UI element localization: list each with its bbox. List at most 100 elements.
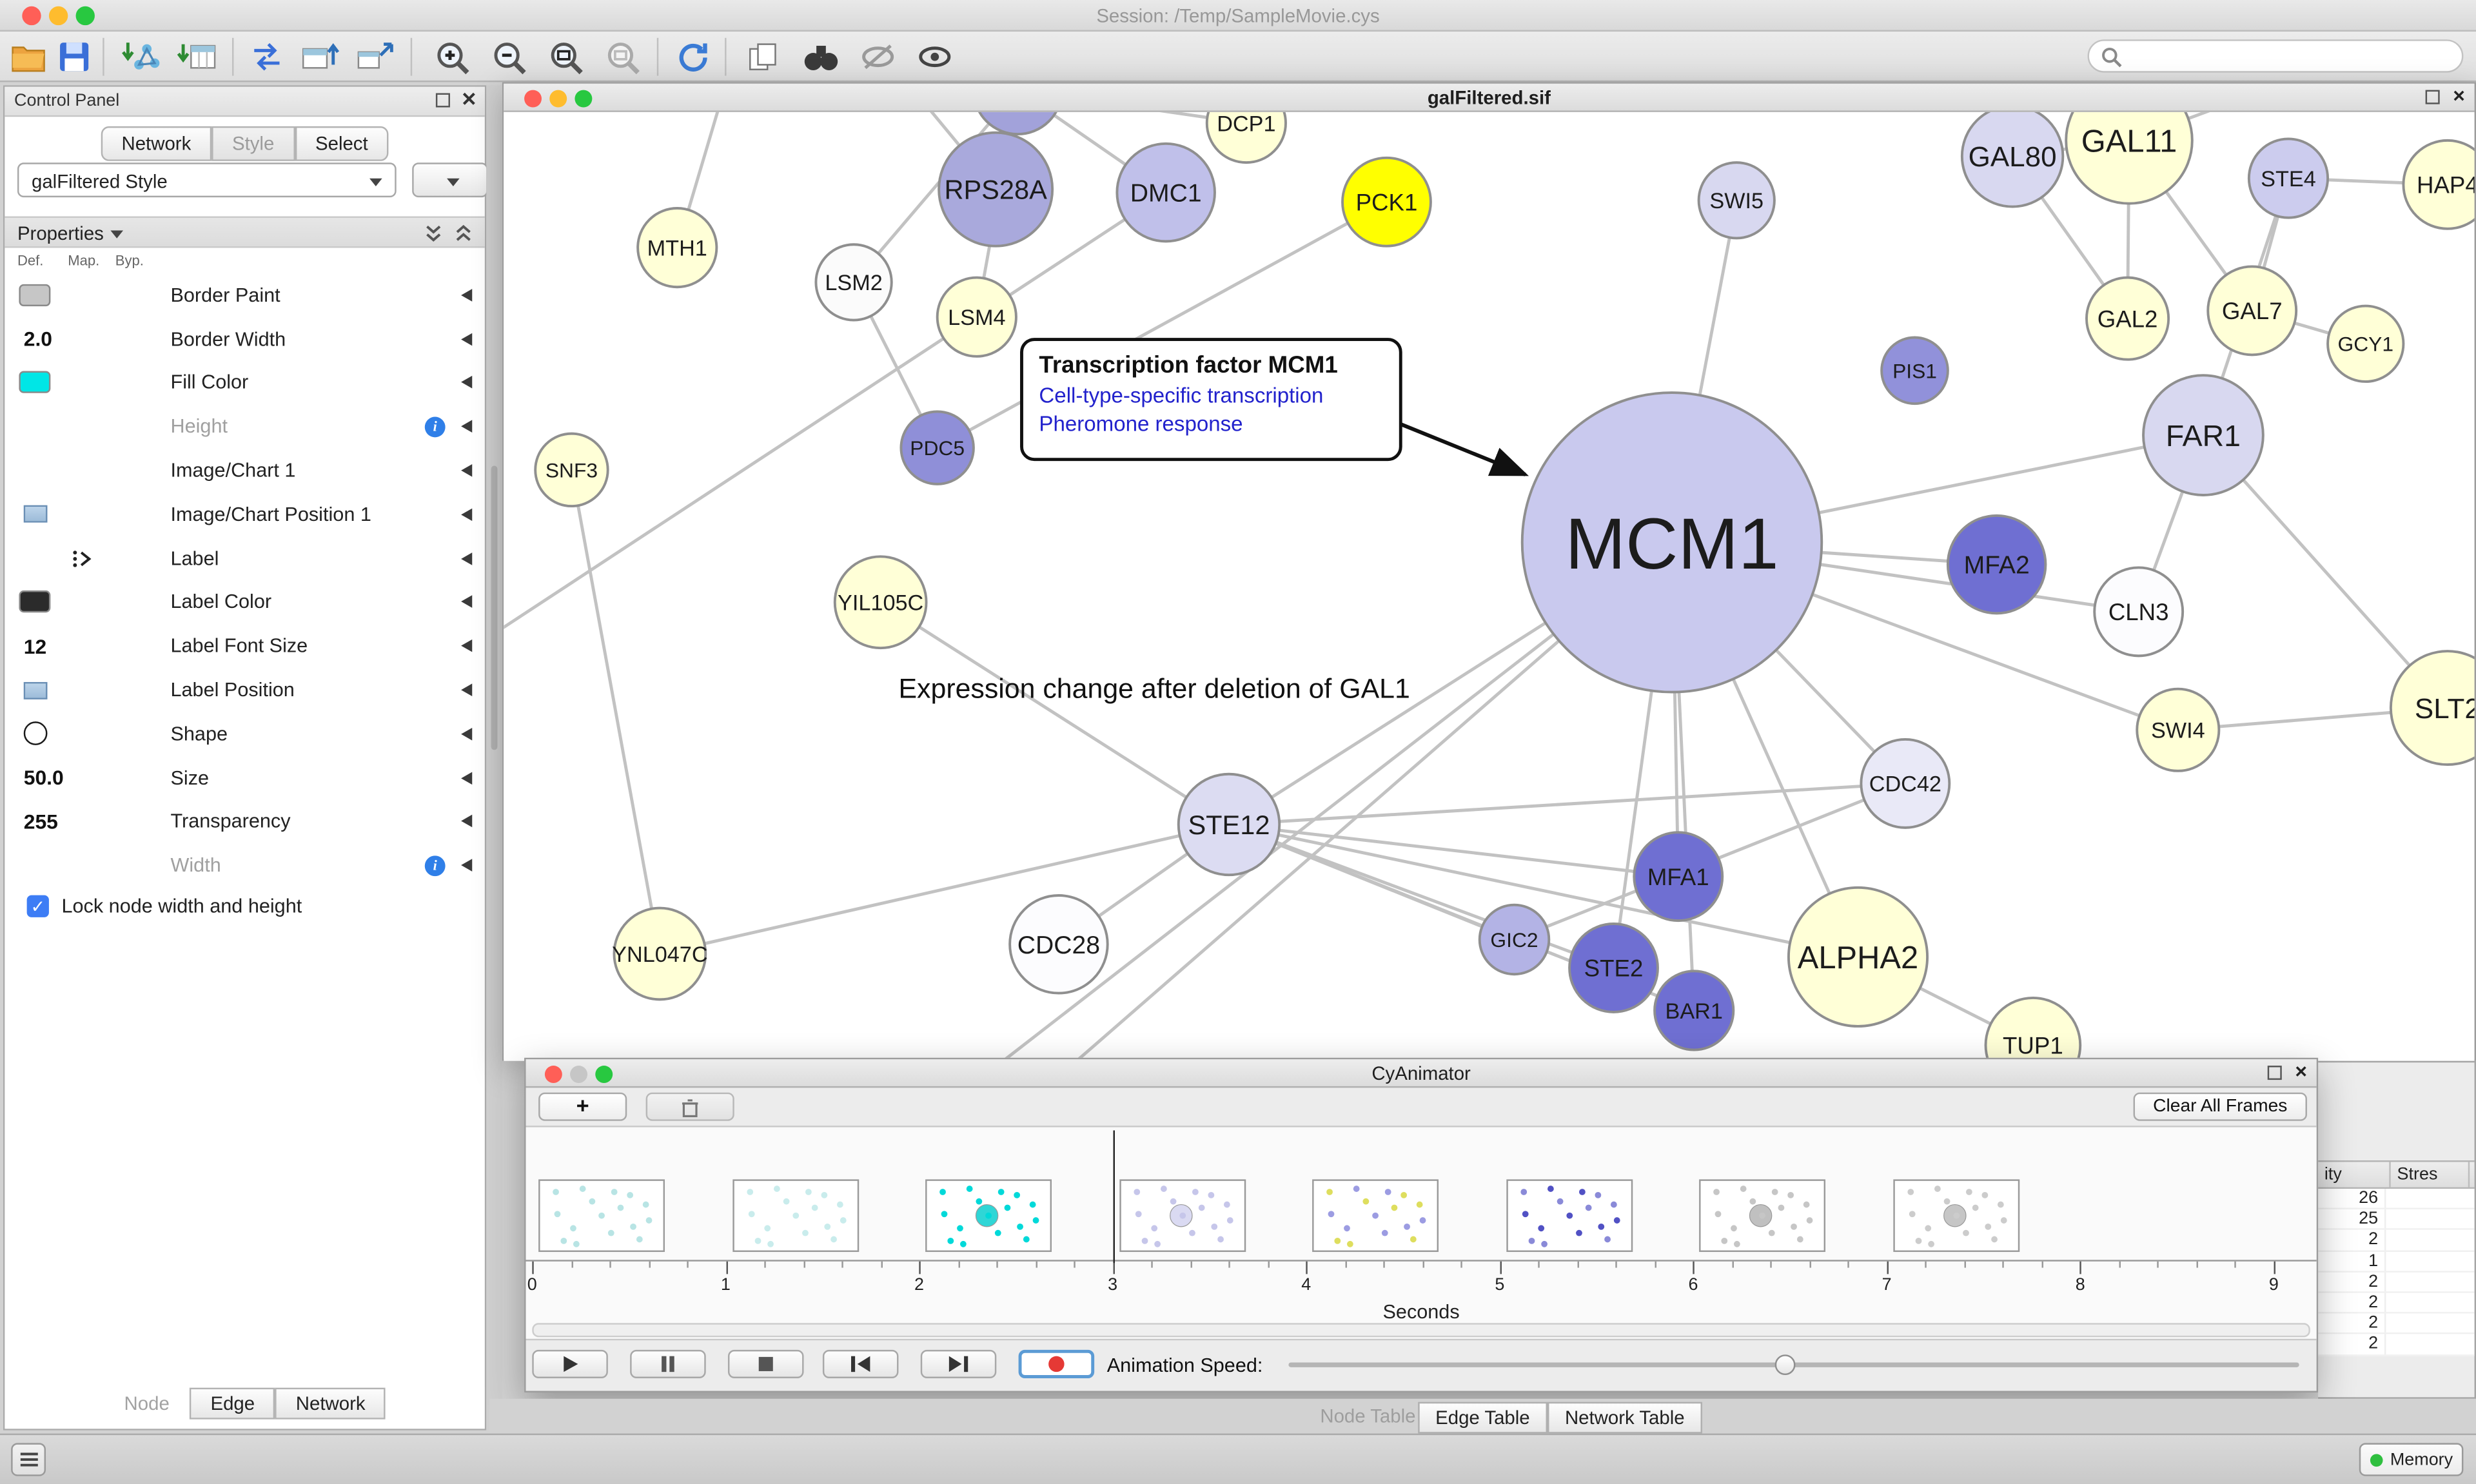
memory-button[interactable]: Memory bbox=[2359, 1443, 2464, 1476]
network-node[interactable] bbox=[2402, 139, 2475, 230]
network-node[interactable] bbox=[2142, 374, 2265, 496]
property-row[interactable]: Fill Color bbox=[5, 361, 484, 405]
network-node[interactable] bbox=[2389, 650, 2475, 766]
network-node[interactable] bbox=[2093, 566, 2185, 658]
tab-style[interactable]: Style bbox=[211, 126, 295, 161]
playhead[interactable] bbox=[1112, 1130, 1115, 1264]
network-node[interactable] bbox=[1205, 112, 1287, 164]
table-row[interactable]: 2 bbox=[2318, 1230, 2475, 1251]
network-node[interactable] bbox=[833, 555, 928, 650]
close-traffic-light[interactable] bbox=[524, 90, 542, 108]
network-canvas[interactable]: RPS28BRPS28ADMC1DCP1PCK1MTH1LSM2LSM4SNF3… bbox=[504, 112, 2475, 1061]
speed-slider-thumb[interactable] bbox=[1774, 1354, 1795, 1374]
network-node[interactable] bbox=[1880, 336, 1949, 405]
property-row[interactable]: Label Position bbox=[5, 668, 484, 712]
speed-slider[interactable] bbox=[1288, 1354, 2299, 1374]
zoom-out-button[interactable] bbox=[486, 36, 531, 77]
network-node[interactable] bbox=[2247, 137, 2330, 219]
tab-network-style[interactable]: Network bbox=[275, 1387, 386, 1420]
table-row[interactable]: 25 bbox=[2318, 1209, 2475, 1231]
network-node[interactable] bbox=[1341, 156, 1432, 248]
lock-size-checkbox[interactable]: ✓ bbox=[26, 895, 49, 917]
color-swatch[interactable] bbox=[19, 371, 51, 394]
property-row[interactable]: Shape bbox=[5, 712, 484, 756]
duplicate-network-button[interactable] bbox=[741, 36, 785, 77]
network-node[interactable] bbox=[1860, 737, 1951, 829]
frame-thumbnail[interactable] bbox=[1506, 1179, 1633, 1253]
tab-node-style[interactable]: Node bbox=[124, 1392, 170, 1415]
network-node[interactable] bbox=[1177, 772, 1281, 877]
close-panel-icon[interactable]: ✕ bbox=[460, 88, 477, 111]
table-row[interactable]: 2 bbox=[2318, 1272, 2475, 1293]
minimize-traffic-light[interactable] bbox=[549, 90, 567, 108]
frame-thumbnail[interactable] bbox=[732, 1179, 859, 1253]
export-network-button[interactable] bbox=[245, 36, 290, 77]
ellipse-shape-icon[interactable] bbox=[23, 722, 47, 746]
close-window-icon[interactable]: × bbox=[2295, 1059, 2307, 1084]
property-row[interactable]: Image/Chart 1 bbox=[5, 449, 484, 493]
network-node[interactable] bbox=[1787, 886, 1929, 1028]
network-node[interactable] bbox=[1008, 894, 1109, 995]
table-row[interactable]: 1 bbox=[2318, 1251, 2475, 1273]
column-header[interactable]: Stres bbox=[2391, 1162, 2470, 1187]
maximize-traffic-light[interactable] bbox=[75, 6, 95, 26]
network-node[interactable] bbox=[1478, 903, 1551, 976]
delete-frame-button[interactable] bbox=[645, 1092, 734, 1121]
network-node[interactable] bbox=[974, 112, 1062, 136]
close-window-icon[interactable]: × bbox=[2453, 83, 2465, 108]
apply-layout-button[interactable] bbox=[671, 36, 716, 77]
close-traffic-light[interactable] bbox=[22, 6, 41, 26]
expand-arrow-icon[interactable] bbox=[461, 639, 473, 653]
network-node[interactable] bbox=[1633, 831, 1724, 923]
expand-arrow-icon[interactable] bbox=[461, 771, 473, 785]
annotation-link[interactable]: Cell-type-specific transcription bbox=[1039, 384, 1324, 407]
expand-arrow-icon[interactable] bbox=[461, 815, 473, 828]
mapping-icon[interactable] bbox=[70, 549, 94, 567]
property-row[interactable]: Label Color bbox=[5, 580, 484, 624]
search-input[interactable] bbox=[2122, 44, 2462, 68]
network-window-titlebar[interactable]: galFiltered.sif × bbox=[504, 83, 2475, 112]
frame-thumbnail[interactable] bbox=[1892, 1179, 2019, 1253]
frame-thumbnail[interactable] bbox=[1312, 1179, 1439, 1253]
play-button[interactable] bbox=[532, 1349, 608, 1378]
add-frame-button[interactable]: + bbox=[538, 1092, 627, 1121]
clear-all-frames-button[interactable]: Clear All Frames bbox=[2133, 1092, 2307, 1121]
tab-network-table[interactable]: Network Table bbox=[1548, 1401, 1702, 1434]
network-node[interactable] bbox=[938, 131, 1054, 248]
maximize-traffic-light[interactable] bbox=[575, 90, 593, 108]
network-node[interactable] bbox=[899, 410, 975, 485]
network-node[interactable] bbox=[613, 906, 707, 1001]
float-panel-icon[interactable] bbox=[435, 92, 450, 107]
import-network-button[interactable] bbox=[119, 36, 163, 77]
tab-edge-style[interactable]: Edge bbox=[190, 1387, 275, 1420]
network-node[interactable] bbox=[814, 243, 893, 322]
collapse-all-icon[interactable] bbox=[425, 224, 442, 243]
minimize-traffic-light[interactable] bbox=[570, 1066, 588, 1084]
frame-thumbnail[interactable] bbox=[925, 1179, 1052, 1253]
zoom-selected-button[interactable] bbox=[600, 36, 645, 77]
style-selector[interactable]: galFiltered Style bbox=[17, 162, 397, 198]
color-swatch[interactable] bbox=[19, 284, 51, 306]
frame-thumbnail[interactable] bbox=[1699, 1179, 1826, 1253]
expand-arrow-icon[interactable] bbox=[461, 508, 473, 521]
annotation-box[interactable]: Transcription factor MCM1 Cell-type-spec… bbox=[1020, 338, 1402, 462]
network-node[interactable] bbox=[1697, 161, 1776, 240]
save-session-button[interactable] bbox=[52, 36, 97, 77]
tab-node-table[interactable]: Node Table bbox=[1320, 1405, 1416, 1427]
table-row[interactable]: 26 bbox=[2318, 1189, 2475, 1210]
show-all-button[interactable] bbox=[913, 36, 958, 77]
record-button[interactable] bbox=[1018, 1349, 1095, 1378]
column-header[interactable]: ity bbox=[2318, 1162, 2391, 1187]
float-window-icon[interactable] bbox=[2426, 89, 2441, 104]
network-node[interactable] bbox=[1653, 970, 1735, 1051]
search-field[interactable] bbox=[2087, 39, 2464, 73]
new-network-button[interactable] bbox=[354, 36, 398, 77]
expand-arrow-icon[interactable] bbox=[461, 464, 473, 477]
property-row[interactable]: Image/Chart Position 1 bbox=[5, 493, 484, 536]
network-node[interactable] bbox=[1520, 391, 1823, 694]
